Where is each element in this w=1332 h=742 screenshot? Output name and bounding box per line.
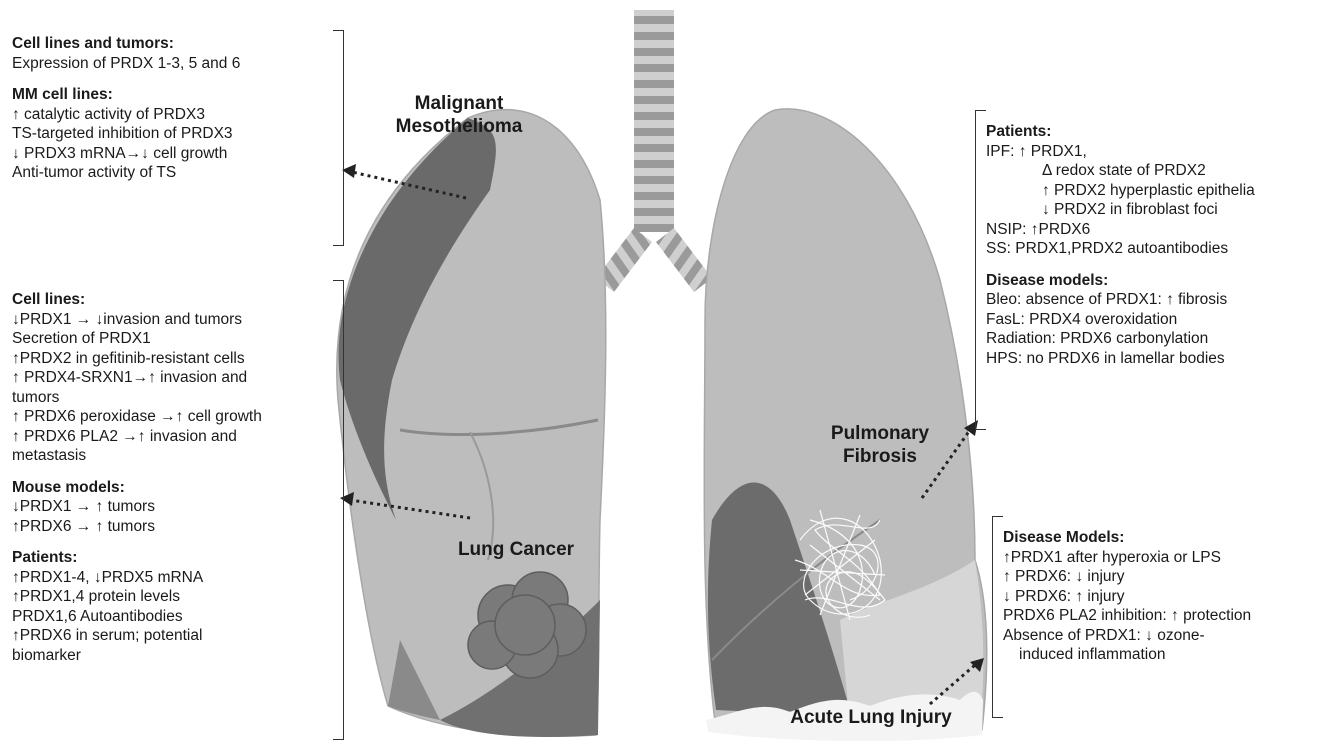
panel-line: TS-targeted inhibition of PRDX3 [12,124,240,144]
pulmonary-fibrosis-label-line2: Fibrosis [843,446,917,467]
panel-line: ↑ catalytic activity of PRDX3 [12,105,240,125]
panel-heading: Cell lines: [12,290,262,310]
panel-line: ↑PRDX1,4 protein levels [12,587,262,607]
panel-line: ↑PRDX1 after hyperoxia or LPS [1003,548,1251,568]
panel-line: ↑ PRDX4-SRXN1→↑ invasion and [12,368,262,388]
panel-line: NSIP: ↑PRDX6 [986,220,1255,240]
lung-cancer-label-text: Lung Cancer [458,539,574,560]
ali-bracket [992,516,1003,718]
panel-line: induced inflammation [1003,645,1251,665]
panel-line: ↓ PRDX6: ↑ injury [1003,587,1251,607]
panel-line: ↑ PRDX2 hyperplastic epithelia [986,181,1255,201]
panel-line: ↑PRDX2 in gefitinib-resistant cells [12,349,262,369]
panel-line: Radiation: PRDX6 carbonylation [986,329,1255,349]
panel-line: Anti-tumor activity of TS [12,163,240,183]
mesothelioma-panel: Cell lines and tumors: Expression of PRD… [12,34,240,183]
fibrosis-bracket [975,110,986,430]
panel-line: ↑ PRDX6: ↓ injury [1003,567,1251,587]
panel-line: Bleo: absence of PRDX1: ↑ fibrosis [986,290,1255,310]
mesothelioma-bracket [333,30,344,246]
mesothelioma-label-line2: Mesothelioma [396,116,523,137]
panel-line: ↑PRDX6 → ↑ tumors [12,517,262,537]
pulmonary-fibrosis-label: Pulmonary Fibrosis [820,422,940,468]
acute-lung-injury-label: Acute Lung Injury [776,706,966,729]
panel-heading: MM cell lines: [12,85,240,105]
panel-line: PRDX6 PLA2 inhibition: ↑ protection [1003,606,1251,626]
ali-panel: Disease Models: ↑PRDX1 after hyperoxia o… [1003,528,1251,665]
lung-cancer-bracket [333,280,344,740]
panel-line: Δ redox state of PRDX2 [986,161,1255,181]
panel-heading: Patients: [986,122,1255,142]
panel-line: ↓PRDX1 → ↓invasion and tumors [12,310,262,330]
lung-cancer-label: Lung Cancer [436,538,596,561]
panel-line: ↓ PRDX2 in fibroblast foci [986,200,1255,220]
panel-line: ↑ PRDX6 peroxidase →↑ cell growth [12,407,262,427]
trachea [596,10,712,292]
panel-heading: Patients: [12,548,262,568]
panel-heading: Disease Models: [1003,528,1251,548]
pulmonary-fibrosis-label-line1: Pulmonary [831,423,929,444]
panel-line: FasL: PRDX4 overoxidation [986,310,1255,330]
acute-lung-injury-label-text: Acute Lung Injury [790,707,952,728]
panel-line: Expression of PRDX 1-3, 5 and 6 [12,54,240,74]
panel-line: Absence of PRDX1: ↓ ozone- [1003,626,1251,646]
panel-line: tumors [12,388,262,408]
panel-line: ↓ PRDX3 mRNA→↓ cell growth [12,144,240,164]
panel-heading: Cell lines and tumors: [12,34,240,54]
panel-line: ↑PRDX1-4, ↓PRDX5 mRNA [12,568,262,588]
panel-line: biomarker [12,646,262,666]
mesothelioma-label: Malignant Mesothelioma [384,92,534,138]
panel-line: IPF: ↑ PRDX1, [986,142,1255,162]
panel-heading: Mouse models: [12,478,262,498]
fibrosis-panel: Patients: IPF: ↑ PRDX1, Δ redox state of… [986,122,1255,368]
panel-line: SS: PRDX1,PRDX2 autoantibodies [986,239,1255,259]
panel-line: ↓PRDX1 → ↑ tumors [12,497,262,517]
panel-line: ↑ PRDX6 PLA2 →↑ invasion and [12,427,262,447]
panel-line: ↑PRDX6 in serum; potential [12,626,262,646]
panel-line: Secretion of PRDX1 [12,329,262,349]
mesothelioma-label-line1: Malignant [415,93,504,114]
panel-line: HPS: no PRDX6 in lamellar bodies [986,349,1255,369]
lung-cancer-panel: Cell lines: ↓PRDX1 → ↓invasion and tumor… [12,290,262,665]
panel-line: PRDX1,6 Autoantibodies [12,607,262,627]
panel-line: metastasis [12,446,262,466]
panel-heading: Disease models: [986,271,1255,291]
